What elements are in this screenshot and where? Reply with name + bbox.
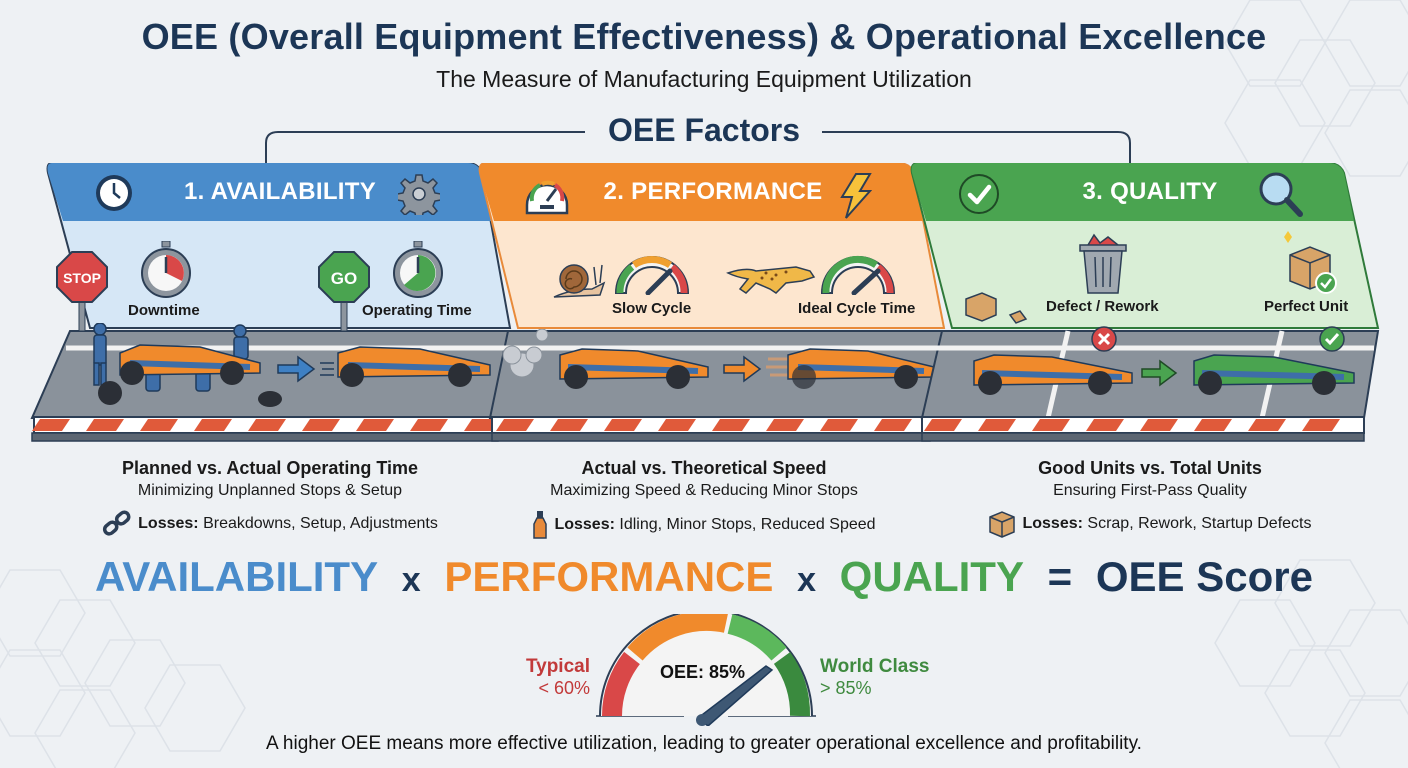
stop-sign-icon: STOP	[56, 251, 108, 331]
svg-text:GO: GO	[331, 269, 357, 288]
formula-result: OEE Score	[1095, 553, 1313, 600]
lightning-icon	[840, 173, 872, 219]
formula-availability: AVAILABILITY	[95, 553, 379, 600]
typical-label: Typical	[525, 656, 590, 677]
performance-panel: 2. PERFORMANCE Slow Cycle Ideal Cycle Ti…	[478, 163, 948, 443]
gauge-fast-icon	[820, 255, 896, 295]
page-title: OEE (Overall Equipment Effectiveness) & …	[141, 16, 1267, 57]
formula-quality: QUALITY	[839, 553, 1024, 600]
typical-label-group: Typical < 60%	[522, 656, 590, 699]
oee-value: OEE: 85%	[660, 662, 746, 682]
formula-equals: =	[1047, 553, 1073, 600]
gauge-slow-icon	[614, 256, 690, 295]
oee-gauge	[596, 614, 816, 726]
quality-title: 3. QUALITY	[1082, 178, 1218, 205]
bottle-icon	[533, 511, 548, 539]
quality-description: Good Units vs. Total Units Ensuring Firs…	[950, 458, 1350, 538]
snail-icon	[553, 264, 606, 298]
availability-losses: Losses: Breakdowns, Setup, Adjustments	[60, 510, 480, 538]
performance-heading: Actual vs. Theoretical Speed	[581, 458, 827, 478]
formula-multiply-2: x	[797, 561, 816, 599]
oee-formula: AVAILABILITY x PERFORMANCE x QUALITY = O…	[0, 553, 1408, 601]
ideal-cycle-time-label: Ideal Cycle Time	[798, 300, 916, 317]
cheetah-icon	[726, 266, 816, 294]
world-class-value: > 85%	[820, 678, 872, 698]
availability-description: Planned vs. Actual Operating Time Minimi…	[60, 458, 480, 538]
svg-text:STOP: STOP	[63, 270, 101, 286]
quality-race-scene	[965, 292, 1355, 395]
quality-subheading: Ensuring First-Pass Quality	[1053, 482, 1247, 499]
clock-icon	[96, 175, 132, 211]
formula-performance: PERFORMANCE	[444, 553, 774, 600]
world-class-label-group: World Class > 85%	[820, 656, 929, 699]
box-icon	[989, 511, 1016, 538]
operating-time-label: Operating Time	[362, 302, 472, 319]
availability-heading: Planned vs. Actual Operating Time	[121, 458, 419, 478]
footer-note: A higher OEE means more effective utiliz…	[266, 733, 1142, 754]
page-subtitle: The Measure of Manufacturing Equipment U…	[436, 66, 972, 92]
slow-cycle-label: Slow Cycle	[612, 300, 692, 317]
quality-panel: 3. QUALITY Defect / Rework Perfect Unit	[910, 163, 1390, 443]
availability-title: 1. AVAILABILITY	[183, 178, 377, 205]
typical-value: < 60%	[538, 678, 590, 698]
performance-description: Actual vs. Theoretical Speed Maximizing …	[494, 458, 914, 540]
magnifier-icon	[1259, 172, 1303, 217]
downtime-label: Downtime	[128, 302, 200, 319]
defect-rework-label: Defect / Rework	[1046, 298, 1159, 315]
trash-bin-icon	[1079, 233, 1127, 294]
stopwatch-green-icon	[393, 241, 443, 298]
performance-title: 2. PERFORMANCE	[603, 178, 823, 205]
factors-section-label: OEE Factors	[607, 112, 801, 148]
box-check-icon	[1284, 231, 1337, 294]
perfect-unit-label: Perfect Unit	[1264, 298, 1349, 315]
stopwatch-red-icon	[141, 241, 191, 298]
broken-chain-icon	[103, 510, 131, 536]
factors-bracket	[265, 131, 1131, 163]
speedometer-icon	[525, 180, 569, 215]
gear-icon	[398, 174, 440, 215]
quality-heading: Good Units vs. Total Units	[1038, 458, 1262, 478]
performance-losses: Losses: Idling, Minor Stops, Reduced Spe…	[494, 510, 914, 540]
check-circle-icon	[959, 174, 999, 214]
race-speed-scene	[502, 329, 935, 389]
go-sign-icon: GO	[318, 251, 370, 331]
quality-losses: Losses: Scrap, Rework, Startup Defects	[950, 510, 1350, 538]
availability-subheading: Minimizing Unplanned Stops & Setup	[137, 482, 403, 499]
formula-multiply-1: x	[401, 561, 421, 599]
world-class-label: World Class	[820, 656, 930, 677]
performance-subheading: Maximizing Speed & Reducing Minor Stops	[550, 482, 858, 499]
pit-stop-scene	[93, 323, 491, 407]
availability-panel: 1. AVAILABILITY STOP Downtime GO	[30, 163, 520, 443]
